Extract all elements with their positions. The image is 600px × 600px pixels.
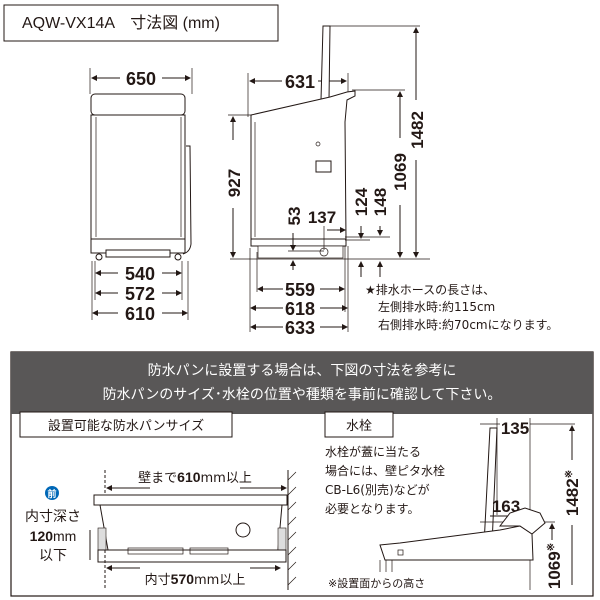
faucet-note-line-4: 必要となります。	[325, 502, 419, 516]
dim-1069-asterisk: 1069※	[545, 543, 564, 589]
dim-650: 650	[126, 69, 156, 89]
depth-unit: mm	[53, 528, 76, 544]
hose-note-line-2: 左側排水時:約115cm	[378, 299, 495, 314]
depth-suffix: 以下	[39, 548, 67, 564]
pan-size-label: 設置可能な防水パンサイズ	[48, 418, 204, 434]
hose-note-line-1: ★排水ホースの長さは、	[365, 283, 495, 297]
dim-559: 559	[285, 280, 315, 300]
inner-suffix: mm以上	[194, 573, 245, 588]
front-view: 650 540 572 610	[89, 68, 193, 324]
front-badge-text: 前	[47, 488, 56, 500]
faucet-diagram: 135 1482※ 163 1069※	[379, 418, 582, 590]
faucet-note-line-1: 水栓が蓋に当たる	[325, 444, 421, 459]
wall-value: 610	[177, 469, 201, 485]
dim-1482: 1482	[408, 111, 427, 149]
pan-header	[11, 352, 593, 414]
dim-572: 572	[125, 284, 155, 304]
faucet-note-line-3: CB-L6(別売)などが	[325, 482, 430, 497]
inner-prefix: 内寸	[145, 572, 171, 588]
pan-diagram: 壁まで610mm以上 内寸570mm以上	[89, 469, 297, 590]
height-note: ※設置面からの高さ	[328, 576, 425, 590]
dim-927: 927	[225, 169, 244, 197]
front-badge	[45, 486, 59, 500]
svg-text:120mm: 120mm	[30, 528, 77, 544]
dim-53: 53	[285, 207, 304, 226]
dim-618: 618	[285, 299, 315, 319]
wall-label-prefix: 壁まで	[138, 471, 177, 486]
dim-124: 124	[352, 187, 371, 216]
dim-631: 631	[285, 72, 315, 92]
dim-540: 540	[125, 264, 155, 284]
dim-1482-asterisk: 1482※	[563, 470, 582, 516]
dim-137: 137	[308, 208, 336, 227]
depth-value: 120	[30, 528, 54, 544]
hose-note-line-3: 右側排水時:約70cmになります。	[378, 317, 558, 332]
dim-135: 135	[501, 419, 529, 438]
title: AQW-VX14A 寸法図 (mm)	[22, 14, 220, 32]
faucet-label: 水栓	[346, 419, 372, 434]
wall-label-suffix: mm以上	[201, 471, 252, 486]
pan-size-label-box	[19, 411, 233, 438]
faucet-note-line-2: 場合には、壁ピタ水栓	[325, 463, 445, 478]
pan-header-line-2: 防水パンのサイズ･水栓の位置や種類を事前に確認して下さい。	[103, 386, 502, 403]
dim-610: 610	[125, 304, 155, 324]
inner-value: 570	[171, 571, 195, 587]
title-box	[3, 4, 279, 42]
faucet-label-box	[324, 411, 394, 438]
side-view: 631 927 1069 1482 53 137 124 148 559 61	[225, 25, 430, 338]
dim-148: 148	[371, 188, 390, 216]
svg-text:内寸570mm以上: 内寸570mm以上	[145, 571, 246, 588]
dim-633: 633	[285, 318, 315, 338]
dim-1069: 1069	[391, 153, 410, 191]
dim-163: 163	[492, 497, 520, 516]
pan-header-line-1: 防水パンに設置する場合は、下図の寸法を参考に	[148, 362, 457, 379]
depth-label: 内寸深さ	[25, 509, 81, 525]
svg-text:壁まで610mm以上: 壁まで610mm以上	[138, 469, 252, 486]
